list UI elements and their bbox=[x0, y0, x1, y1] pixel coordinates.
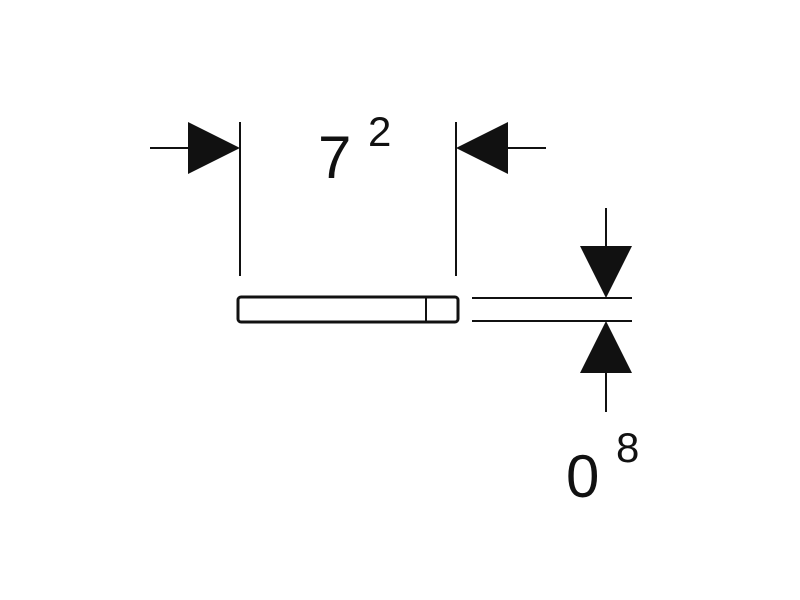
thickness-dimension-value: 0 bbox=[566, 443, 599, 510]
bar-part bbox=[236, 295, 460, 324]
thickness-dimension: 0 8 bbox=[472, 208, 639, 510]
width-arrow-right-head bbox=[456, 122, 508, 174]
width-dimension-superscript: 2 bbox=[368, 108, 391, 155]
bar-outline bbox=[236, 295, 460, 324]
thickness-dimension-superscript: 8 bbox=[616, 424, 639, 471]
width-dimension: 7 2 bbox=[150, 108, 546, 276]
width-dimension-value: 7 bbox=[318, 124, 351, 191]
thickness-arrow-top-head bbox=[580, 246, 632, 298]
width-arrow-left-head bbox=[188, 122, 240, 174]
thickness-arrow-bottom-head bbox=[580, 321, 632, 373]
